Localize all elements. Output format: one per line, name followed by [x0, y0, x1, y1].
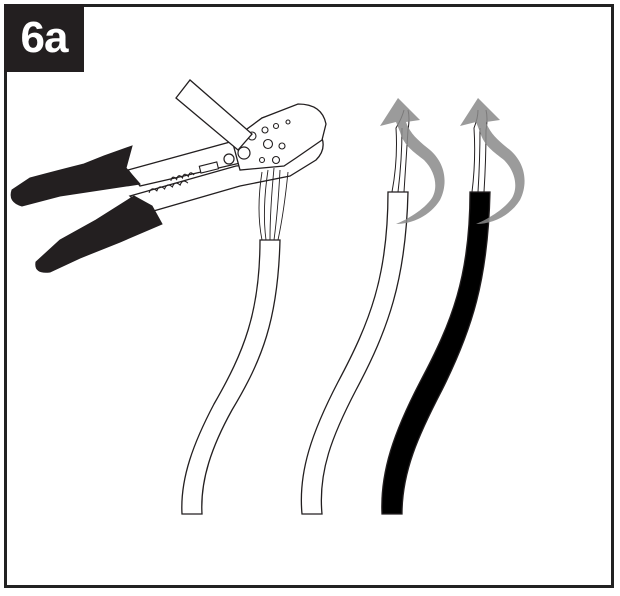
lower-grip — [35, 195, 163, 273]
step-badge: 6a — [4, 4, 84, 72]
pivot-bolt — [223, 153, 235, 165]
twist-arrow-icon — [380, 98, 445, 224]
strip-hole — [262, 138, 274, 150]
pivot-bolt-inner — [237, 146, 251, 160]
wire-being-stripped — [181, 167, 289, 515]
wire-stripper-icon — [10, 79, 327, 273]
wire-twisted-black — [381, 98, 525, 515]
upper-grip — [10, 145, 141, 207]
wire-strand — [269, 167, 275, 241]
strip-hole — [278, 142, 286, 150]
strip-hole — [271, 155, 281, 165]
wire-strand — [258, 171, 263, 241]
step-label: 6a — [20, 13, 69, 62]
stripper-spring — [148, 180, 189, 193]
wire-strand — [263, 169, 269, 241]
stripper-latch — [198, 161, 220, 174]
strip-hole — [272, 122, 280, 130]
wire-strand — [277, 171, 289, 241]
stripper-wire-insert — [175, 79, 253, 151]
wire-twisted-white — [300, 98, 445, 515]
twist-arrow-icon — [460, 98, 525, 224]
wire-insulation — [181, 239, 281, 515]
strip-hole — [258, 156, 266, 164]
stripper-jaw-head — [231, 103, 327, 171]
wire-strand — [273, 169, 281, 241]
strip-hole — [261, 126, 269, 134]
wire-insulation — [381, 191, 491, 515]
strip-hole — [285, 119, 291, 125]
wire-insulation — [300, 191, 409, 515]
stripper-spring-coil — [170, 172, 195, 181]
